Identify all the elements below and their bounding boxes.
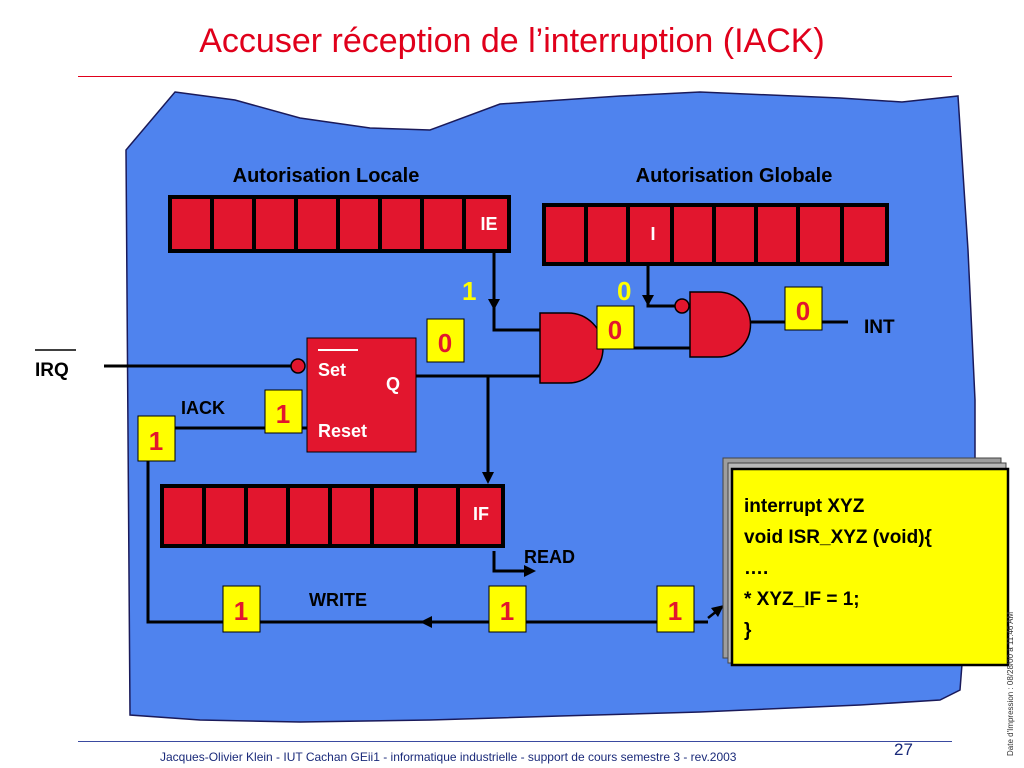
svg-text:0: 0 [608, 315, 622, 345]
irq-label: IRQ [35, 360, 69, 381]
read-label: READ [524, 547, 575, 567]
iack-label: IACK [181, 398, 225, 418]
inverter-bubble-global [674, 298, 690, 314]
and-gate-global [689, 291, 752, 358]
page-number: 27 [894, 740, 913, 759]
write-label: WRITE [309, 590, 367, 610]
i-bit-label: I [650, 224, 655, 244]
value-box-int: 0 [784, 286, 823, 331]
isr-code-box: interrupt XYZ void ISR_XYZ (void){ …. * … [722, 457, 1010, 667]
code-line-1: interrupt XYZ [744, 496, 865, 517]
ie-bit-label: IE [480, 214, 497, 234]
i-output-value: 0 [617, 276, 631, 306]
value-box-write-left: 1 [222, 585, 261, 633]
footer-credit: Jacques-Olivier Klein - IUT Cachan GEii1… [160, 750, 737, 764]
int-label: INT [864, 317, 895, 338]
latch-q-label: Q [386, 374, 400, 394]
flag-register [160, 484, 505, 548]
value-box-write-right: 1 [656, 585, 695, 633]
svg-text:0: 0 [438, 328, 452, 358]
svg-text:1: 1 [276, 399, 290, 429]
local-enable-label: Autorisation Locale [233, 165, 420, 187]
local-enable-register [168, 195, 511, 253]
isr-pointer-line [707, 606, 723, 619]
sr-latch [306, 337, 417, 453]
code-line-3: …. [744, 558, 768, 579]
value-box-write-mid: 1 [488, 585, 527, 633]
svg-text:1: 1 [149, 426, 163, 456]
code-line-2: void ISR_XYZ (void){ [744, 527, 932, 548]
latch-set-label: Set [318, 360, 346, 380]
value-box-iack-in: 1 [264, 389, 303, 434]
footer-divider [78, 741, 952, 742]
value-box-and1-out: 0 [596, 305, 635, 350]
global-enable-label: Autorisation Globale [636, 165, 833, 187]
ie-output-value: 1 [462, 276, 476, 306]
if-bit-label: IF [473, 504, 489, 524]
global-enable-register [542, 203, 889, 266]
svg-text:1: 1 [500, 596, 514, 626]
value-box-iack-left: 1 [137, 415, 176, 462]
inverter-bubble-irq [290, 358, 306, 374]
svg-text:1: 1 [234, 596, 248, 626]
svg-text:1: 1 [668, 596, 682, 626]
code-line-5: } [744, 620, 752, 641]
title-divider [78, 76, 952, 77]
print-date: Date d'Impression : 08/28/00 à 11:46 AM [1006, 611, 1015, 756]
latch-reset-label: Reset [318, 421, 367, 441]
svg-text:0: 0 [796, 296, 810, 326]
and-gate-local [539, 312, 604, 384]
slide-title: Accuser réception de l’interruption (IAC… [199, 22, 825, 60]
value-box-latch-q: 0 [426, 318, 465, 363]
code-line-4: * XYZ_IF = 1; [744, 589, 860, 610]
